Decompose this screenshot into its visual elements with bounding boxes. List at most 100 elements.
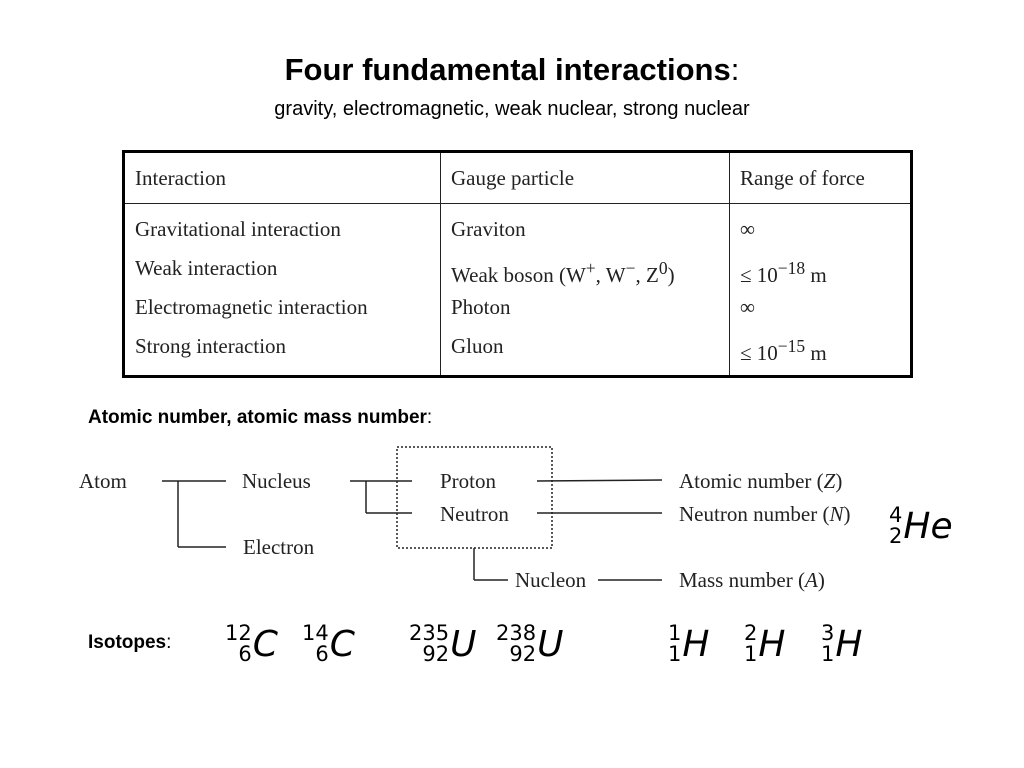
- element-symbol: C: [329, 623, 355, 665]
- page-subtitle: gravity, electromagnetic, weak nuclear, …: [274, 98, 750, 120]
- element-symbol: H: [835, 623, 863, 665]
- range-prefix: ∞: [740, 295, 755, 319]
- mass-number: 235: [409, 621, 450, 645]
- neutron-number-var: N: [829, 502, 844, 526]
- title-colon: :: [730, 52, 740, 87]
- range-prefix: ≤ 10: [740, 341, 778, 365]
- mass-number-close: ): [817, 568, 825, 592]
- atomic-number: 1: [821, 642, 835, 666]
- atomic-number-var: Z: [823, 469, 836, 493]
- header-gauge-particle: Gauge particle: [440, 151, 730, 204]
- neutron-number-close: ): [843, 502, 851, 526]
- table-cell: ∞: [740, 210, 910, 249]
- proton-label: Proton: [440, 469, 497, 493]
- weak-boson-close: ): [667, 263, 675, 287]
- mass-number: 12: [225, 621, 252, 645]
- table-cell: Electromagnetic interaction: [135, 295, 368, 319]
- element-symbol: C: [252, 623, 278, 665]
- nucleon-dashed-box: [396, 446, 553, 549]
- table-cell: ∞: [740, 288, 910, 327]
- range-unit: m: [805, 263, 827, 287]
- proton-atomic-number-connector: [536, 479, 663, 482]
- table-header-row: Interaction Gauge particle Range of forc…: [123, 151, 912, 204]
- element-symbol: He: [903, 505, 953, 547]
- atom-label: Atom: [79, 469, 127, 493]
- interaction-column: Gravitational interaction Weak interacti…: [123, 203, 441, 377]
- weak-boson-sep1: , W: [595, 263, 626, 287]
- isotopes-heading-text: Isotopes: [88, 632, 167, 653]
- atomic-number: 6: [238, 642, 252, 666]
- interactions-table: Interaction Gauge particle Range of forc…: [122, 150, 913, 378]
- mass-number: 1: [668, 621, 682, 645]
- neutron-number-label: Neutron number (N): [679, 502, 850, 527]
- atomic-number: 1: [668, 642, 682, 666]
- element-symbol: U: [450, 623, 477, 665]
- table-cell: Gluon: [451, 334, 504, 358]
- neutron-label: Neutron: [440, 502, 509, 526]
- atomic-number-text: Atomic number (: [679, 469, 824, 493]
- atomic-number-label: Atomic number (Z): [679, 469, 842, 494]
- page-title: Four fundamental interactions:: [0, 52, 1024, 88]
- table-cell: ≤ 10−18 m: [740, 249, 910, 288]
- mass-number-var: A: [804, 568, 818, 592]
- mass-number: 4: [889, 503, 903, 527]
- atomic-number: 92: [422, 642, 450, 666]
- element-symbol: H: [758, 623, 786, 665]
- element-symbol: H: [682, 623, 710, 665]
- header-range: Range of force: [729, 151, 912, 204]
- atomic-heading-text: Atomic number, atomic mass number: [88, 407, 427, 428]
- table-cell: Weak boson (W+, W−, Z0): [451, 249, 729, 288]
- table-cell: Photon: [451, 295, 511, 319]
- w-minus-sup: −: [625, 258, 636, 278]
- mass-number-label: Mass number (A): [679, 568, 825, 593]
- mass-number-text: Mass number (: [679, 568, 805, 592]
- element-symbol: U: [537, 623, 564, 665]
- range-exponent: −15: [777, 336, 806, 356]
- header-interaction: Interaction: [123, 151, 441, 204]
- mass-number: 3: [821, 621, 835, 645]
- atomic-heading-colon: :: [426, 407, 433, 428]
- isotopes-heading-colon: :: [166, 632, 172, 653]
- nucleus-label: Nucleus: [242, 469, 311, 493]
- range-prefix: ∞: [740, 217, 755, 241]
- table-cell: Weak interaction: [135, 256, 278, 280]
- table-body-row: Gravitational interaction Weak interacti…: [123, 203, 912, 377]
- range-exponent: −18: [777, 258, 806, 278]
- atomic-number-close: ): [835, 469, 843, 493]
- atomic-number: 1: [744, 642, 758, 666]
- table-cell: ≤ 10−15 m: [740, 327, 910, 366]
- electron-label: Electron: [243, 535, 315, 559]
- z-sup: 0: [658, 258, 668, 278]
- table-cell: Graviton: [451, 217, 526, 241]
- weak-boson-sep2: , Z: [635, 263, 659, 287]
- mass-number: 2: [744, 621, 758, 645]
- gauge-column: Graviton Weak boson (W+, W−, Z0) Photon …: [440, 203, 730, 377]
- nucleon-label: Nucleon: [515, 568, 587, 592]
- neutron-number-text: Neutron number (: [679, 502, 830, 526]
- mass-number: 14: [302, 621, 329, 645]
- range-unit: m: [805, 341, 827, 365]
- table-cell: Strong interaction: [135, 334, 287, 358]
- title-text: Four fundamental interactions: [284, 52, 731, 87]
- table-cell: Gravitational interaction: [135, 217, 341, 241]
- atomic-number: 92: [509, 642, 537, 666]
- mass-number: 238: [496, 621, 537, 645]
- atomic-section-heading: Atomic number, atomic mass number:: [88, 407, 432, 429]
- atomic-number: 2: [889, 524, 903, 548]
- w-plus-sup: +: [585, 258, 596, 278]
